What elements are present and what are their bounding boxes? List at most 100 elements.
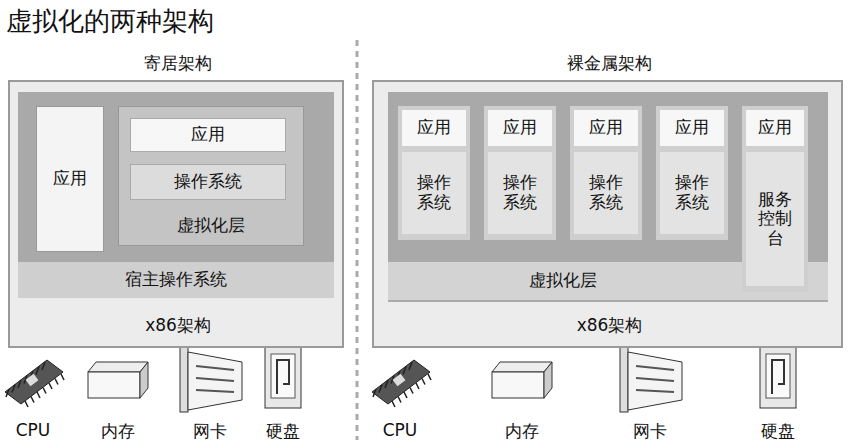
app-box: 应用: [130, 118, 286, 152]
hardware-shape: [18, 380, 21, 388]
hardware-shape: [25, 401, 28, 407]
label-text: 操作系统: [589, 173, 623, 212]
node-text: 应用: [131, 119, 285, 151]
label-text: 应用: [589, 118, 623, 138]
label-text: 虚拟化层: [529, 271, 597, 291]
label-text: 应用: [758, 118, 792, 138]
hardware-shape: [37, 392, 40, 398]
node-text: 裸金属架构: [374, 52, 845, 76]
label-text: 应用: [191, 125, 225, 145]
hardware-shape: [6, 389, 9, 397]
node-text: 应用: [660, 110, 724, 146]
label-text: 操作系统: [503, 173, 537, 212]
label-text: 应用: [53, 169, 87, 189]
label-text: 虚拟化层: [177, 216, 245, 236]
hardware-shape: [403, 367, 406, 375]
node-text: 应用: [37, 107, 103, 251]
label-text: 应用: [503, 118, 537, 138]
diagram-title: 虚拟化的两种架构: [6, 4, 214, 39]
label-text: x86架构: [145, 316, 211, 336]
node-text: 应用: [746, 110, 804, 146]
hardware-shape: [36, 367, 39, 375]
hardware-shape: [766, 354, 790, 398]
hardware-shape: [628, 352, 682, 410]
hardware-shape: [271, 354, 295, 398]
hardware-shape: [196, 390, 234, 392]
vm-box: 虚拟化层 应用操作系统: [118, 106, 304, 246]
label-text: 寄居架构: [144, 54, 212, 74]
hardware-shape: [12, 385, 15, 393]
hardware-shape: [428, 374, 431, 380]
label-text: 应用: [417, 118, 451, 138]
app-box: 应用: [36, 106, 104, 252]
hardware-shape: [188, 352, 242, 410]
label-text: 操作系统: [417, 173, 451, 212]
hardware-shape: [379, 385, 382, 393]
hardware-shape: [180, 342, 188, 412]
hardware-shape: [422, 379, 425, 385]
hardware-shape: [49, 383, 52, 389]
hardware-shape: [140, 362, 148, 398]
architecture-panel: 裸金属架构x86架构虚拟化层应用操作系统应用操作系统应用操作系统应用操作系统应用…: [372, 80, 843, 348]
node-text: 服务控制台: [746, 152, 804, 286]
vm-box: 应用操作系统: [656, 106, 728, 240]
hardware-label: 硬盘: [738, 420, 818, 443]
hardware-shape: [772, 360, 784, 394]
node-text: x86架构: [10, 312, 346, 340]
hardware-shape: [636, 366, 674, 370]
hardware-shape: [620, 342, 628, 412]
node-text: 虚拟化层: [119, 211, 303, 241]
node-text: 宿主操作系统: [18, 262, 334, 298]
hardware-shape: [410, 388, 413, 394]
label-text: 宿主操作系统: [125, 270, 227, 290]
node-text: 操作系统: [131, 165, 285, 199]
hardware-shape: [196, 366, 234, 370]
node-text: 应用: [402, 110, 466, 146]
architecture-panel: 寄居架构x86架构宿主操作系统应用虚拟化层应用操作系统: [8, 80, 344, 348]
hardware-shape: [760, 346, 796, 408]
hardware-label: 网卡: [170, 420, 250, 443]
label-text: 服务控制台: [758, 190, 792, 249]
divider-line: [356, 40, 359, 440]
hypervisor-region: 虚拟化层应用操作系统应用操作系统应用操作系统应用操作系统应用服务控制台: [388, 92, 828, 302]
vm-box: 应用操作系统: [484, 106, 556, 240]
hardware-shape: [392, 401, 395, 407]
hardware-label: CPU: [0, 420, 73, 440]
node-text: 操作系统: [402, 152, 466, 234]
hardware-label: CPU: [360, 420, 440, 440]
node-text: 虚拟化层: [388, 262, 738, 300]
hardware-shape: [88, 372, 140, 398]
console-box: 应用服务控制台: [742, 106, 808, 292]
host-region: 宿主操作系统应用虚拟化层应用操作系统: [18, 92, 334, 298]
vm-box: 应用操作系统: [570, 106, 642, 240]
hardware-shape: [636, 378, 674, 381]
label-text: 应用: [675, 118, 709, 138]
node-text: 操作系统: [574, 152, 638, 234]
os-box: 操作系统: [130, 164, 286, 200]
hardware-shape: [372, 360, 430, 404]
hardware-shape: [398, 397, 401, 403]
node-text: 应用: [488, 110, 552, 146]
hardware-shape: [43, 388, 46, 394]
hardware-shape: [416, 383, 419, 389]
label-text: 裸金属架构: [567, 54, 652, 74]
node-text: 操作系统: [488, 152, 552, 234]
hardware-shape: [277, 360, 289, 394]
hardware-shape: [544, 362, 552, 398]
node-text: 寄居架构: [10, 52, 346, 76]
hardware-shape: [492, 362, 552, 372]
hardware-label: 内存: [482, 420, 562, 443]
hardware-shape: [409, 362, 412, 370]
node-text: x86架构: [374, 312, 845, 340]
hardware-shape: [492, 372, 544, 398]
hardware-shape: [88, 362, 148, 372]
hardware-icons: [5, 342, 796, 412]
node-text: 应用: [574, 110, 638, 146]
hardware-label: 硬盘: [243, 420, 323, 443]
hardware-shape: [42, 362, 45, 370]
hardware-shape: [196, 378, 234, 381]
label-text: 操作系统: [675, 173, 709, 212]
label-text: 操作系统: [174, 172, 242, 192]
hardware-shape: [5, 360, 63, 404]
hardware-shape: [373, 389, 376, 397]
